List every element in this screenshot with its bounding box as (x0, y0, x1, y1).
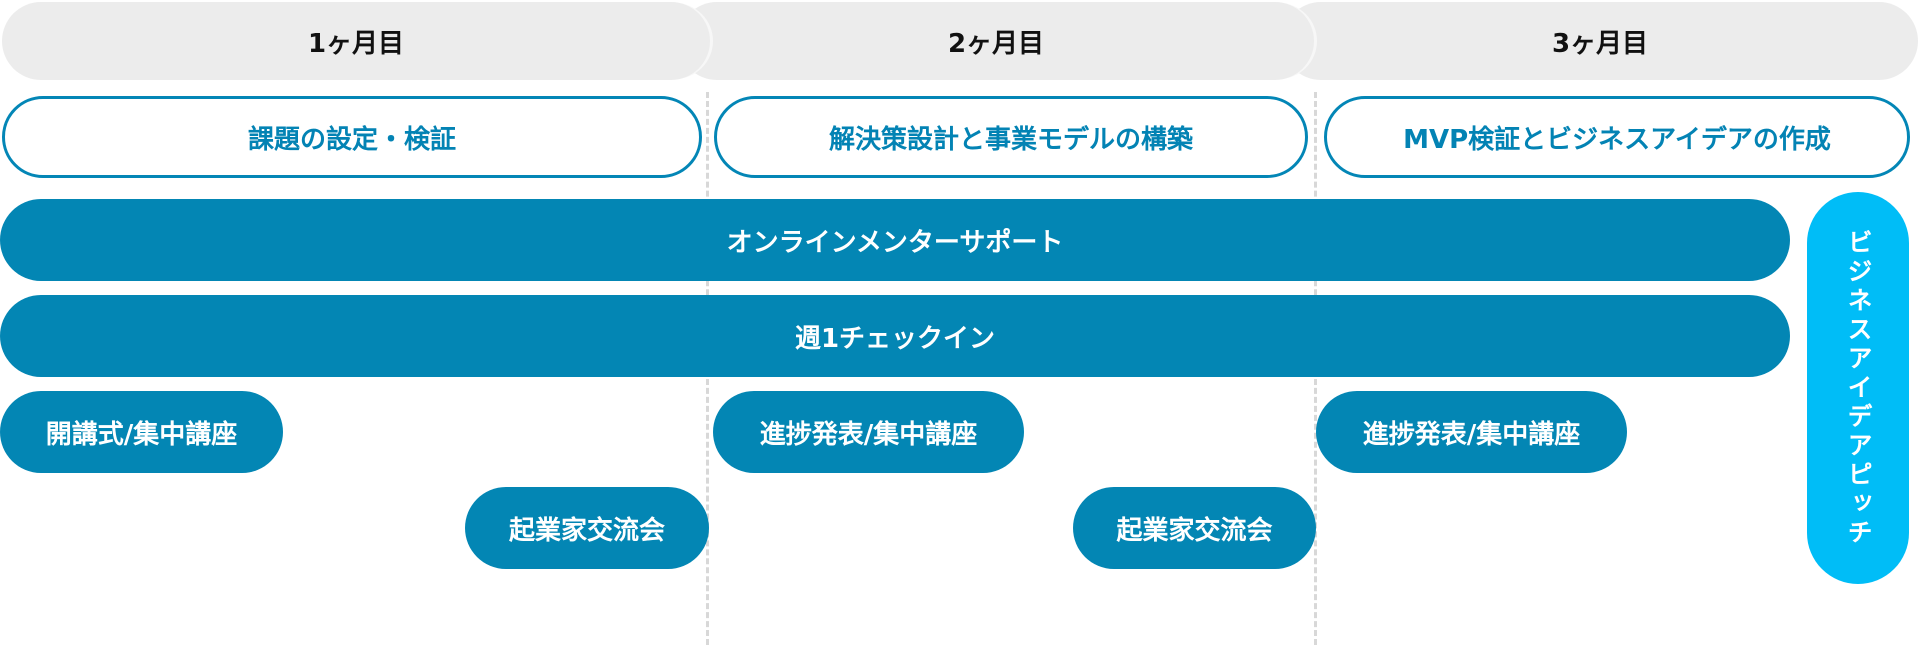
business-idea-pitch-label: ビジネスアイデアピッチ (1844, 228, 1873, 548)
business-idea-pitch: ビジネスアイデアピッチ (1807, 192, 1909, 584)
weekly-checkin-bar: 週1チェックイン (0, 295, 1790, 377)
month-header-2: 2ヶ月目 (678, 2, 1314, 80)
progress-lecture-event-3: 進捗発表/集中講座 (1316, 391, 1627, 473)
opening-lecture-event: 開講式/集中講座 (0, 391, 283, 473)
phase-3-mvp-validation: MVP検証とビジネスアイデアの作成 (1324, 96, 1910, 178)
networking-event-2: 起業家交流会 (1073, 487, 1316, 569)
phase-2-solution-design: 解決策設計と事業モデルの構築 (714, 96, 1308, 178)
month-header-1: 1ヶ月目 (2, 2, 710, 80)
month-header-3: 3ヶ月目 (1282, 2, 1918, 80)
phase-1-problem-validation: 課題の設定・検証 (2, 96, 702, 178)
networking-event-1: 起業家交流会 (465, 487, 709, 569)
progress-lecture-event-2: 進捗発表/集中講座 (713, 391, 1024, 473)
mentor-support-bar: オンラインメンターサポート (0, 199, 1790, 281)
